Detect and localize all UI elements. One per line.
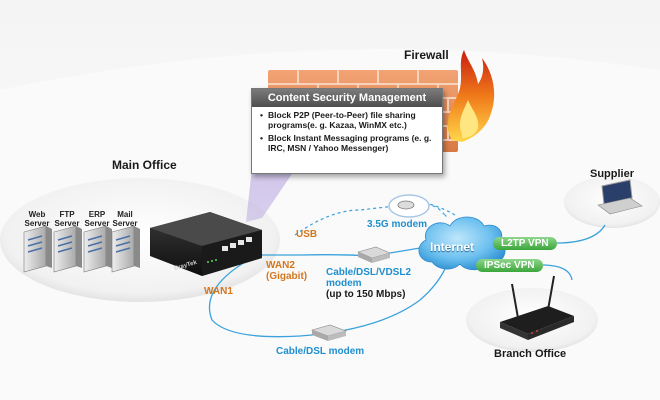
bullet-icon: • [260,133,263,143]
csm-beam [246,168,296,222]
server-label-line: Server [84,219,110,228]
server-label-line: Server [112,219,138,228]
csm-item-text: Block Instant Messaging programs (e. g. … [268,133,432,153]
csm-item-text: Block P2P (Peer-to-Peer) file sharing pr… [268,110,416,130]
branch-router-icon [500,275,574,340]
server-label-line: Server [54,219,80,228]
server-label-line: Web [28,210,46,219]
g35-link [394,201,456,216]
erp-server-icon [83,225,112,273]
vdsl-modem-name: Cable/DSL/VDSL2 [326,267,412,278]
server-label-line: FTP [59,210,75,219]
cable-modem-label: Cable/DSL modem [276,346,365,357]
csm-item-im: • Block Instant Messaging programs (e. g… [260,133,436,153]
ipsec-link [490,264,573,281]
server-label-line: Server [24,219,50,228]
erp-server-label: ERP Server [79,210,115,228]
content-security-title: Content Security Management [252,89,442,107]
flame-core-icon [459,100,479,138]
laptop-icon [597,179,643,215]
usb-label: USB [296,229,318,240]
bullet-icon: • [260,110,263,120]
ftp-server-icon [53,225,82,273]
firewall-label: Firewall [404,48,449,62]
wan1-link [208,261,449,338]
g35-modem-icon [388,194,430,218]
g35-modem-label: 3.5G modem [367,219,428,230]
ftp-server-label: FTP Server [49,210,85,228]
web-server-label: Web Server [19,210,55,228]
content-security-panel: Content Security Management • Block P2P … [251,88,443,174]
mail-server-icon [111,225,140,273]
router-icon [150,212,262,276]
supplier-label: Supplier [590,168,635,180]
mail-server-label: Mail Server [107,210,143,228]
vdsl-modem-speed: (up to 150 Mbps) [326,289,406,300]
branch-office-label: Branch Office [494,348,567,360]
internet-label: Internet [430,240,475,254]
ipsec-vpn-tag: IPSec VPN [476,259,543,272]
wan2-line: WAN2 [266,260,295,271]
wan1-label: WAN1 [204,286,233,297]
server-label-line: Mail [117,210,133,219]
server-label-line: ERP [88,210,106,219]
web-server-icon [23,225,52,273]
cable-modem-icon [311,324,347,341]
server-rack [23,225,140,273]
flame-icon [447,50,495,142]
csm-item-p2p: • Block P2P (Peer-to-Peer) file sharing … [260,110,436,130]
vdsl-modem-label: Cable/DSL/VDSL2 modem (up to 150 Mbps) [326,267,411,300]
l2tp-vpn-tag: L2TP VPN [493,237,557,250]
vdsl-modem-word: modem [326,278,362,289]
main-office-label: Main Office [112,158,177,172]
internet-cloud-icon [418,216,506,271]
vdsl-modem-icon [357,246,391,263]
wan2-label: WAN2 (Gigabit) [266,260,307,282]
wan2-gigabit: (Gigabit) [266,271,308,282]
l2tp-link [492,224,606,244]
